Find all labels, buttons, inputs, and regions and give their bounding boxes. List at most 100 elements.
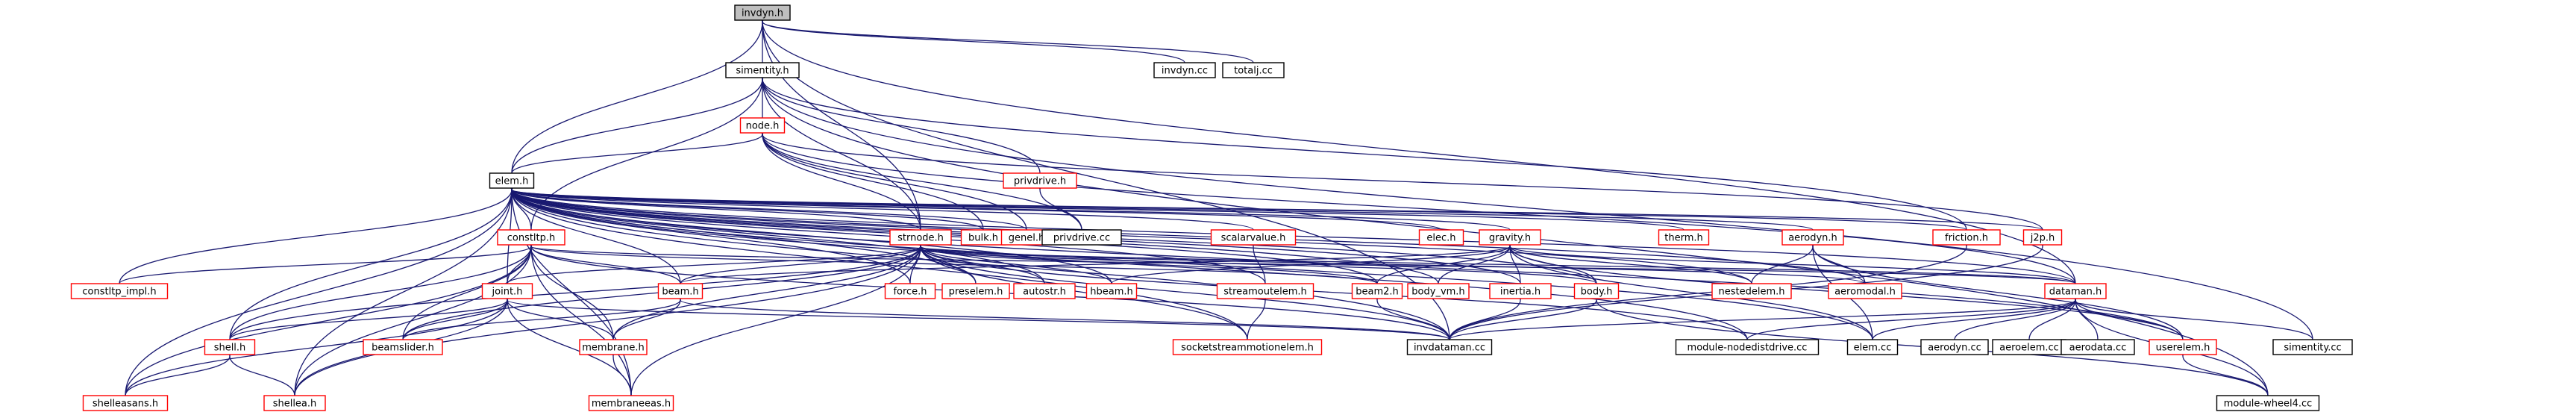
edge-line <box>125 348 234 396</box>
edge-elem_h-to-shellea_h <box>294 181 516 396</box>
node-j2p-h[interactable]: j2p.h <box>2022 229 2063 246</box>
node-genel-h[interactable]: genel.h <box>1000 229 1053 246</box>
node-constltp-h[interactable]: constltp.h <box>497 229 565 246</box>
node-invdyn-cc[interactable]: invdyn.cc <box>1153 62 1216 78</box>
node-simentity-h[interactable]: simentity.h <box>725 62 800 78</box>
node-label: gravity.h <box>1489 233 1531 244</box>
node-invdataman-cc[interactable]: invdataman.cc <box>1406 339 1493 355</box>
node-elem-cc[interactable]: elem.cc <box>1846 339 1899 355</box>
node-box <box>82 395 169 411</box>
node-beamslider-h[interactable]: beamslider.h <box>363 339 443 355</box>
node-nestedelem-h[interactable]: nestedelem.h <box>1711 283 1792 299</box>
node-elem-h[interactable]: elem.h <box>489 172 535 189</box>
node-label: friction.h <box>1945 233 1988 244</box>
edge-line <box>1505 238 1873 340</box>
edge-node_h-to-strnode_h <box>758 126 921 231</box>
edge-dataman_h-to-aerodyn_cc <box>1954 292 2080 340</box>
node-shell-h[interactable]: shell.h <box>204 339 256 355</box>
node-therm-h[interactable]: therm.h <box>1658 229 1710 246</box>
edge-line <box>630 238 925 396</box>
edge-line <box>916 238 1450 340</box>
node-autostr-h[interactable]: autostr.h <box>1013 283 1076 299</box>
node-label: streamoutelem.h <box>1223 287 1307 298</box>
edge-line <box>1954 292 2080 340</box>
edge-line <box>612 292 685 340</box>
edge-line <box>916 238 2076 284</box>
node-privdrive-cc[interactable]: privdrive.cc <box>1041 229 1122 246</box>
node-strnode-h[interactable]: strnode.h <box>889 229 952 246</box>
edge-line <box>758 13 1450 340</box>
node-socketstreammotionelem-h[interactable]: socketstreammotionelem.h <box>1172 339 1323 355</box>
node-elec-h[interactable]: elec.h <box>1418 229 1464 246</box>
node-privdrive-h[interactable]: privdrive.h <box>1003 172 1077 189</box>
node-shellea-h[interactable]: shellea.h <box>263 395 326 411</box>
node-label: aeromodal.h <box>1834 287 1896 298</box>
node-module-nodedistdrive-cc[interactable]: module-nodedistdrive.cc <box>1675 339 1820 355</box>
node-box <box>1846 339 1899 355</box>
edge-joint_h-to-shelleasans_h <box>125 292 512 396</box>
node-aeroelem-cc[interactable]: aeroelem.cc <box>1992 339 2066 355</box>
node-totalj-cc[interactable]: totalj.cc <box>1222 62 1285 78</box>
node-box <box>1407 283 1470 299</box>
node-joint-h[interactable]: joint.h <box>481 283 533 299</box>
node-body-vm-h[interactable]: body_vm.h <box>1407 283 1470 299</box>
node-dataman-h[interactable]: dataman.h <box>2044 283 2107 299</box>
node-box <box>1041 229 1122 246</box>
node-userelem-h[interactable]: userelem.h <box>2149 339 2217 355</box>
node-aeromodal-h[interactable]: aeromodal.h <box>1828 283 1902 299</box>
edge-line <box>1505 238 1521 284</box>
edge-line <box>1449 292 1601 340</box>
edge-line <box>507 181 1266 284</box>
node-streamoutelem-h[interactable]: streamoutelem.h <box>1216 283 1314 299</box>
node-beam-h[interactable]: beam.h <box>657 283 703 299</box>
node-membraneeas-h[interactable]: membraneeas.h <box>588 395 674 411</box>
node-beam2-h[interactable]: beam2.h <box>1351 283 1403 299</box>
edge-joint_h-to-beamslider_h <box>402 292 512 340</box>
edge-line <box>1746 292 2080 340</box>
edge-invdyn_h-to-totalj_cc <box>758 13 1254 63</box>
node-box <box>1406 339 1493 355</box>
node-hbeam-h[interactable]: hbeam.h <box>1085 283 1138 299</box>
node-label: strnode.h <box>897 233 944 244</box>
node-friction-h[interactable]: friction.h <box>1932 229 2001 246</box>
node-box <box>1675 339 1820 355</box>
edge-privdrive_h-to-privdrive_cc <box>1035 181 1082 231</box>
node-preselem-h[interactable]: preselem.h <box>941 283 1010 299</box>
edge-constltp_h-to-beam_h <box>527 238 681 284</box>
node-membrane-h[interactable]: membrane.h <box>579 339 648 355</box>
node-bulk-h[interactable]: bulk.h <box>960 229 1006 246</box>
node-label: shell.h <box>214 343 246 354</box>
node-inertia-h[interactable]: inertia.h <box>1489 283 1552 299</box>
node-gravity-h[interactable]: gravity.h <box>1479 229 1541 246</box>
node-aerodata-cc[interactable]: aerodata.cc <box>2061 339 2135 355</box>
edge-line <box>229 292 512 340</box>
node-module-wheel4-cc[interactable]: module-wheel4.cc <box>2216 395 2320 411</box>
node-box <box>1489 283 1552 299</box>
node-simentity-cc[interactable]: simentity.cc <box>2272 339 2353 355</box>
node-scalarvalue-h[interactable]: scalarvalue.h <box>1210 229 1297 246</box>
edge-simentity_h-to-privdrive_h <box>758 71 1041 174</box>
node-box <box>1711 283 1792 299</box>
edge-dataman_h-to-aeroelem_cc <box>2028 292 2080 340</box>
node-aerodyn-h[interactable]: aerodyn.h <box>1781 229 1844 246</box>
edge-node_h-to-bulk_h <box>758 126 984 231</box>
node-label: invdyn.h <box>742 8 783 19</box>
edge-line <box>294 238 925 396</box>
edge-line <box>758 13 1254 63</box>
node-body-h[interactable]: body.h <box>1573 283 1620 299</box>
node-box <box>481 283 533 299</box>
node-shelleasans-h[interactable]: shelleasans.h <box>82 395 169 411</box>
node-aerodyn-cc[interactable]: aerodyn.cc <box>1920 339 1989 355</box>
edge-line <box>294 238 536 396</box>
node-label: privdrive.h <box>1014 176 1066 187</box>
edge-constltp_h-to-shell_h <box>229 238 536 340</box>
node-constltp-impl-h[interactable]: constltp_impl.h <box>70 283 169 299</box>
node-label: elem.h <box>495 176 529 187</box>
node-force-h[interactable]: force.h <box>884 283 936 299</box>
edge-constltp_h-to-shellea_h <box>294 238 536 396</box>
node-node-h[interactable]: node.h <box>739 117 786 134</box>
edge-line <box>2178 348 2269 396</box>
node-box <box>725 62 800 78</box>
edge-strnode_h-to-dataman_h <box>916 238 2076 284</box>
edge-aerodyn_h-to-userelem_h <box>1808 238 2184 340</box>
